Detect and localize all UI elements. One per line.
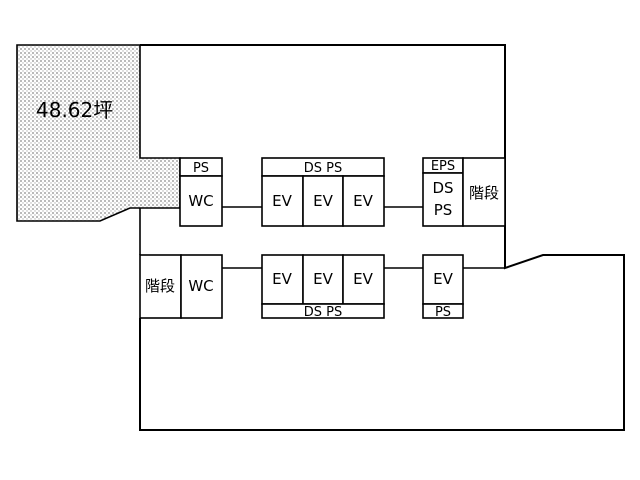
elevator-upper-3	[342, 175, 385, 227]
ps-label: PS	[435, 305, 451, 320]
lower-core: 階段 WC EV EV EV DS PS EV PS	[139, 254, 505, 320]
wc-label: WC	[188, 277, 213, 295]
elevator-upper-2	[302, 175, 344, 227]
stairs-upper	[462, 157, 506, 227]
ps-shaft-lower	[422, 303, 464, 319]
eps-label: EPS	[431, 159, 455, 174]
area-label: 48.62坪	[36, 98, 113, 122]
ds-ps-shaft-right	[422, 172, 464, 227]
upper-core: PS WC DS PS EV EV EV EPS DS PS 階段	[179, 157, 506, 227]
rental-area-highlight	[16, 44, 181, 222]
wc-upper	[179, 175, 223, 227]
wc-label: WC	[188, 192, 213, 210]
stairs-label: 階段	[145, 277, 175, 295]
elevator-upper-1	[261, 175, 304, 227]
ds-ps-label: DS PS	[304, 305, 343, 320]
ps-label: PS	[193, 161, 209, 176]
ev-label: EV	[433, 270, 453, 288]
elevator-lower-2	[302, 254, 344, 305]
stairs-label: 階段	[469, 184, 499, 202]
wc-lower	[180, 254, 223, 319]
ds-label: DS	[432, 179, 453, 197]
building-outline	[139, 44, 625, 431]
ds-ps-shaft-lower	[261, 303, 385, 319]
elevator-lower-3	[342, 254, 385, 305]
ev-label: EV	[272, 270, 292, 288]
stairs-lower	[139, 254, 182, 319]
ev-label: EV	[313, 270, 333, 288]
ev-label: EV	[313, 192, 333, 210]
ps-label: PS	[434, 201, 453, 219]
elevator-lower-single	[422, 254, 464, 305]
ev-label: EV	[272, 192, 292, 210]
ds-ps-label: DS PS	[304, 161, 343, 176]
ev-label: EV	[353, 270, 373, 288]
ev-label: EV	[353, 192, 373, 210]
